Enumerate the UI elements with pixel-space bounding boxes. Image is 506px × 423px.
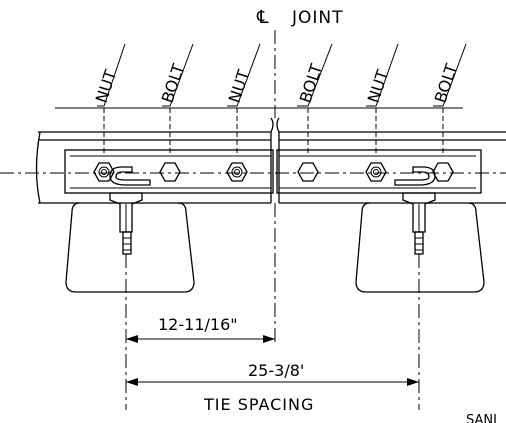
nut-2 [226, 162, 248, 182]
joint-bar [64, 149, 482, 194]
callout-nut-2: NUT [225, 67, 253, 105]
centerline-symbol: ℄ [256, 7, 269, 28]
rail-clip-right [394, 166, 436, 186]
tie-plate-left [109, 192, 143, 255]
bolt-2 [297, 162, 319, 182]
nut-3 [365, 162, 387, 182]
callout-nut-3: NUT [364, 67, 392, 105]
callout-bolt-3: BOLT [431, 61, 461, 105]
tie-plate-right [402, 192, 436, 255]
dimension-inner [126, 335, 275, 343]
nut-1 [93, 162, 115, 182]
centerline-label: JOINT [291, 8, 344, 28]
callout-nut-1: NUT [92, 67, 120, 105]
corner-text: SANI [466, 413, 497, 423]
concrete-tie-left [65, 202, 195, 293]
rail-clip-left [109, 166, 151, 186]
dimension-inner-label: 12-11/16" [158, 315, 238, 334]
concrete-tie-right [355, 202, 485, 293]
bolt-1 [159, 162, 181, 182]
dimension-caption: TIE SPACING [203, 395, 314, 414]
dimension-outer-label: 25-3/8' [248, 361, 304, 380]
callout-bolt-2: BOLT [296, 61, 326, 105]
bolt-3 [432, 162, 454, 182]
callout-leaders [55, 43, 467, 156]
rail-joint-gap [270, 117, 280, 203]
callout-bolt-1: BOLT [158, 61, 188, 105]
dimension-outer [126, 378, 419, 386]
